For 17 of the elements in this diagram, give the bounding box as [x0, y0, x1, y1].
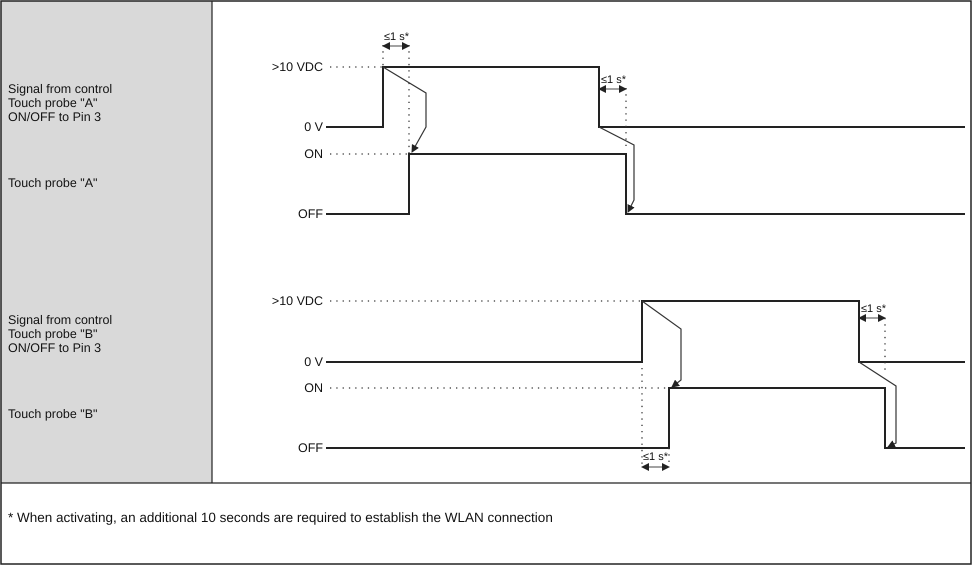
level-label: OFF — [298, 441, 323, 455]
timing-label: ≤1 s* — [643, 450, 668, 464]
level-label: 0 V — [304, 355, 323, 369]
level-label: ON — [304, 381, 323, 395]
timing-label: ≤1 s* — [384, 30, 409, 44]
level-label: ON — [304, 147, 323, 161]
level-label: OFF — [298, 207, 323, 221]
level-label: 0 V — [304, 120, 323, 134]
level-label: >10 VDC — [272, 294, 323, 308]
timing-label: ≤1 s* — [861, 302, 886, 316]
row-heading: Signal from control Touch probe "A" ON/OFF to Pin 3 — [8, 82, 114, 124]
level-label: >10 VDC — [272, 60, 323, 74]
footnote: * When activating, an additional 10 seconds are required to establish the WLAN connection — [8, 511, 553, 525]
row-heading: Touch probe "A" — [8, 176, 98, 190]
row-heading: Signal from control Touch probe "B" ON/OFF to Pin 3 — [8, 313, 114, 355]
timing-label: ≤1 s* — [601, 73, 626, 87]
row-heading: Touch probe "B" — [8, 407, 98, 421]
